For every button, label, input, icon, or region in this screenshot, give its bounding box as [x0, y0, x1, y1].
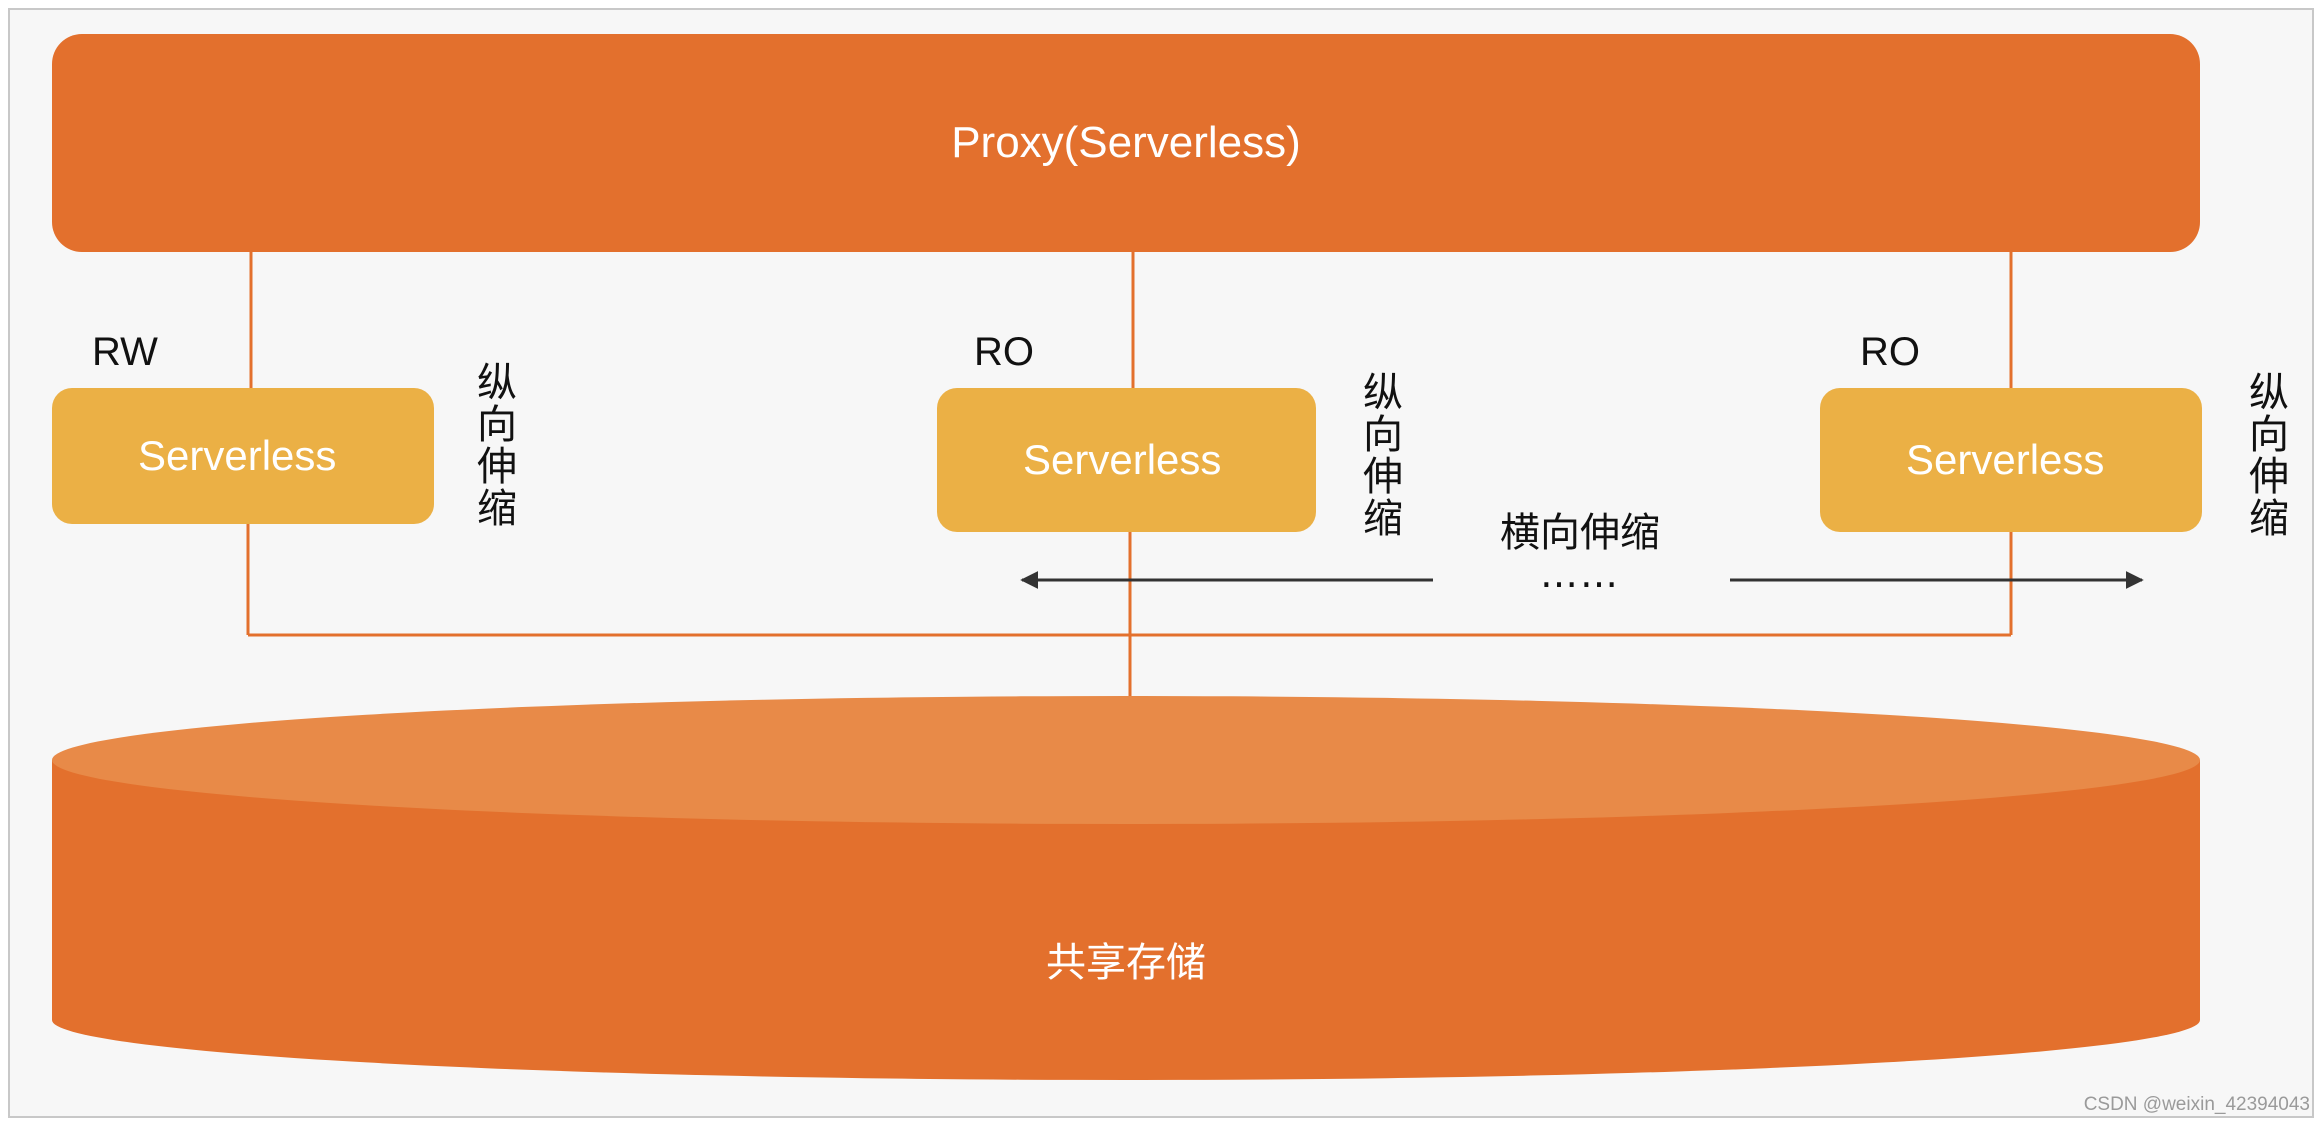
vertical-scale-label-ro-1: 纵向伸缩: [1363, 370, 1403, 542]
proxy-box: Proxy(Serverless): [52, 34, 2200, 252]
role-label-ro-1: RO: [974, 330, 1034, 374]
storage-cylinder-body: [52, 760, 2200, 1080]
serverless-node-rw: Serverless: [52, 388, 434, 524]
vertical-scale-label-rw: 纵向伸缩: [477, 360, 517, 532]
role-label-rw: RW: [92, 330, 158, 374]
serverless-node-label: Serverless: [138, 432, 337, 479]
serverless-node-ro-1: Serverless: [937, 388, 1316, 532]
connector-lines: [246, 252, 2013, 696]
shared-storage-label: 共享存储: [1046, 940, 1206, 986]
proxy-label: Proxy(Serverless): [951, 118, 1301, 167]
serverless-node-label: Serverless: [1906, 436, 2105, 483]
storage-cylinder-top: [52, 696, 2200, 824]
role-label-ro-2: RO: [1860, 330, 1920, 374]
serverless-node-ro-2: Serverless: [1820, 388, 2202, 532]
horizontal-scale-ellipsis: ……: [1540, 552, 1620, 596]
horizontal-scale-label: 横向伸缩: [1500, 510, 1660, 556]
serverless-node-label: Serverless: [1023, 436, 1222, 483]
vertical-scale-label-ro-2: 纵向伸缩: [2249, 370, 2289, 542]
watermark: CSDN @weixin_42394043: [2083, 1094, 2310, 1115]
